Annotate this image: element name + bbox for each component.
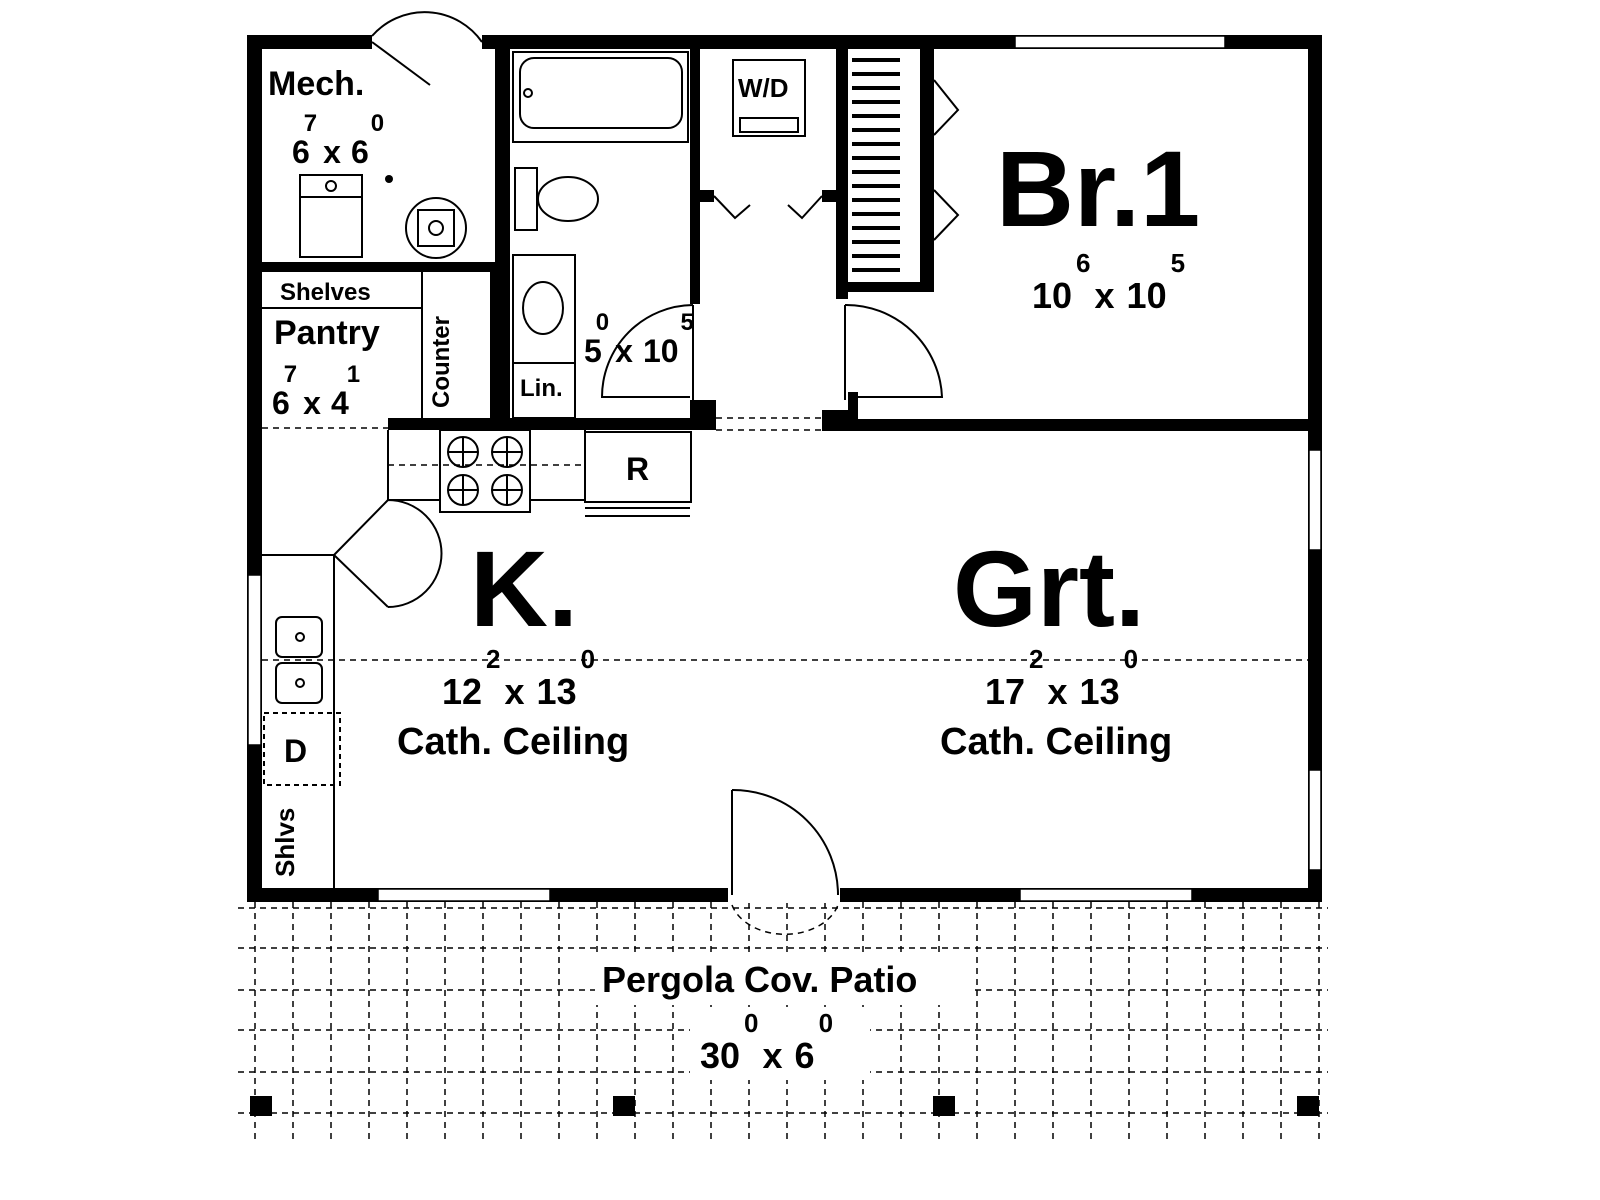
pergola-post [613,1096,635,1116]
washer-dryer [732,59,806,137]
sink [522,281,564,335]
water-heater [299,174,363,258]
window [377,888,551,902]
shelves-label: Shelves [280,279,371,306]
mech-door-opening [372,34,482,50]
bathtub [512,51,689,143]
bathtub-basin [519,57,683,129]
closet-rod [852,58,900,272]
interior-walls [247,35,1322,431]
pantry-label: Pantry [274,314,380,352]
dishwasher-label: D [284,733,307,769]
pergola-grid [238,902,1328,1140]
entry-step [731,904,839,936]
window [1308,449,1322,551]
pantry-shelves [262,272,423,418]
bath-door-swing [600,304,694,400]
great-room-ceiling-note: Cath. Ceiling [940,721,1172,763]
linen-closet [512,362,576,419]
linen-label: Lin. [520,375,563,402]
hall-closet-bifold [713,195,823,220]
kitchen-ceiling-note: Cath. Ceiling [397,721,629,763]
corner-door [333,499,443,608]
refrigerator-label: R [626,451,649,487]
shelves-short-label: Shlvs [270,808,300,877]
great-room-label: Grt. [953,528,1145,649]
mech-door-swing [371,11,483,86]
pergola-post [1297,1096,1319,1116]
range [439,429,531,513]
entry-door-opening [728,887,840,903]
washer-dryer-label: W/D [738,73,789,103]
hall-opening [716,417,822,431]
closet-bifold [933,79,960,241]
pergola-post [250,1096,272,1116]
patio-label-bg [595,955,975,1005]
counter-label: Counter [428,316,455,408]
window [1019,888,1193,902]
bedroom-door-swing [844,303,944,400]
sink-bowl [275,616,323,658]
refrigerator [584,431,692,503]
patio-label: Pergola Cov. Patio [602,959,917,1000]
patio-dim-bg [690,1010,870,1080]
pergola-post [933,1096,955,1116]
dishwasher [263,712,341,786]
sink-bowl [275,662,323,704]
bedroom-label: Br.1 [996,128,1200,249]
window [1308,769,1322,871]
furnace [405,197,467,259]
kitchen-label: K. [470,528,578,649]
toilet-bowl [537,176,599,222]
window [247,574,262,746]
mech-label: Mech. [268,65,364,103]
toilet-tank [514,167,538,231]
window [1014,35,1226,49]
entry-door-swing [731,788,839,896]
